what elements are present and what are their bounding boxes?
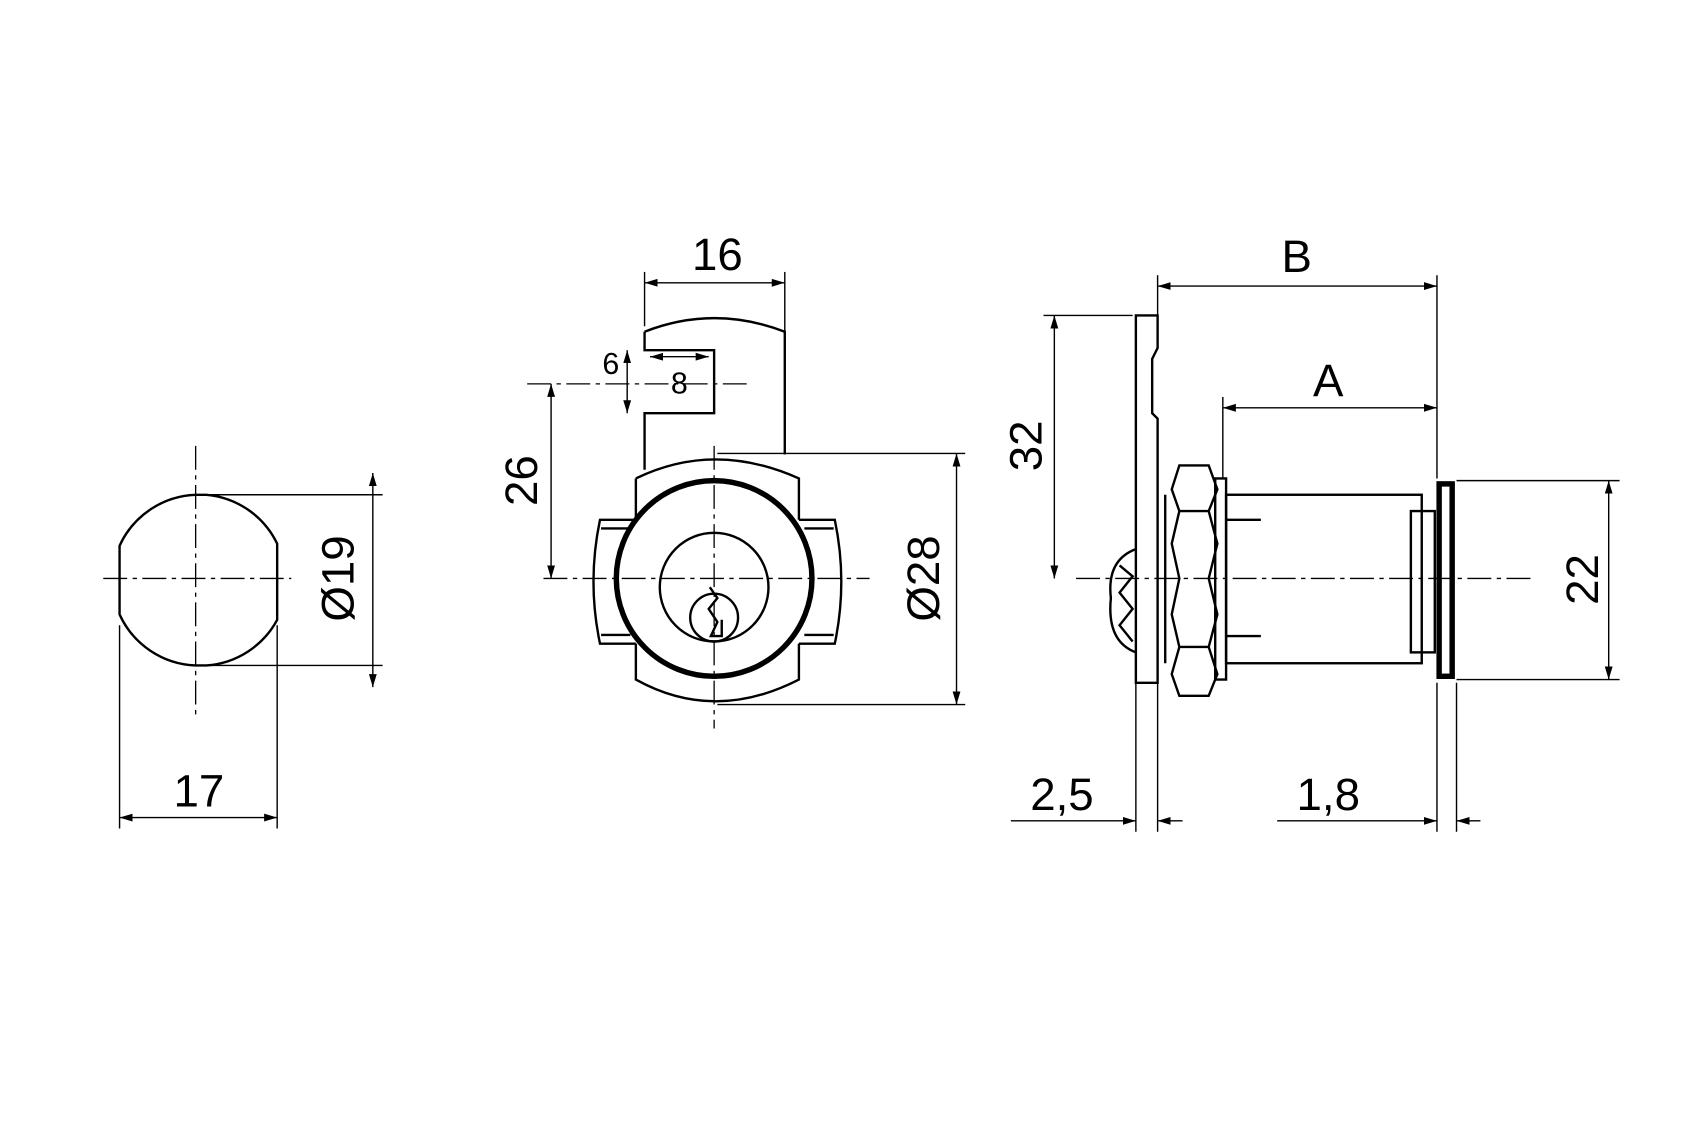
dim-flange-thickness-1-8: 1,8 — [1297, 769, 1360, 820]
front-view-lock — [527, 271, 966, 729]
dim-cam-thickness-2-5: 2,5 — [1030, 769, 1093, 820]
dim-slot-width-8: 8 — [671, 367, 688, 401]
side-view-lock — [1010, 275, 1620, 832]
dim-center-offset-26: 26 — [496, 455, 547, 506]
dim-diameter-19: Ø19 — [312, 535, 363, 621]
dim-body-diameter-22: 22 — [1557, 554, 1608, 605]
dim-cam-height-32: 32 — [1000, 420, 1051, 471]
left-view-cam-profile — [103, 445, 383, 829]
dim-flange-diameter-28: Ø28 — [898, 535, 949, 621]
dim-overall-length-B: B — [1282, 231, 1312, 282]
dim-body-length-A: A — [1313, 355, 1344, 406]
dim-slot-height-6: 6 — [602, 347, 619, 381]
dim-cam-width-16: 16 — [692, 229, 743, 280]
dim-width-17: 17 — [174, 766, 225, 817]
